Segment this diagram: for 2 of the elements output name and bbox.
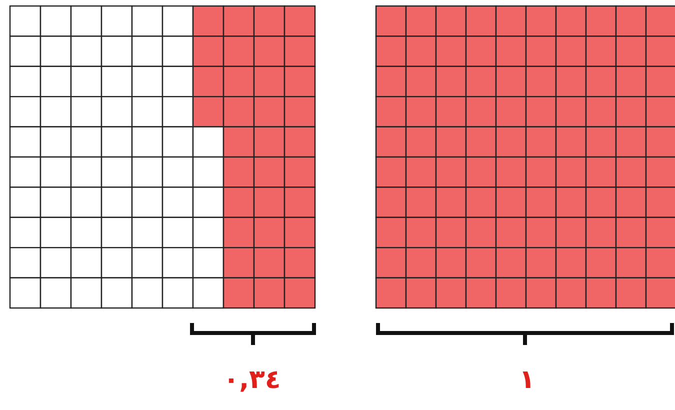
number-label: ٠,٣٤ <box>223 365 281 395</box>
number-label: ١ <box>519 365 535 395</box>
